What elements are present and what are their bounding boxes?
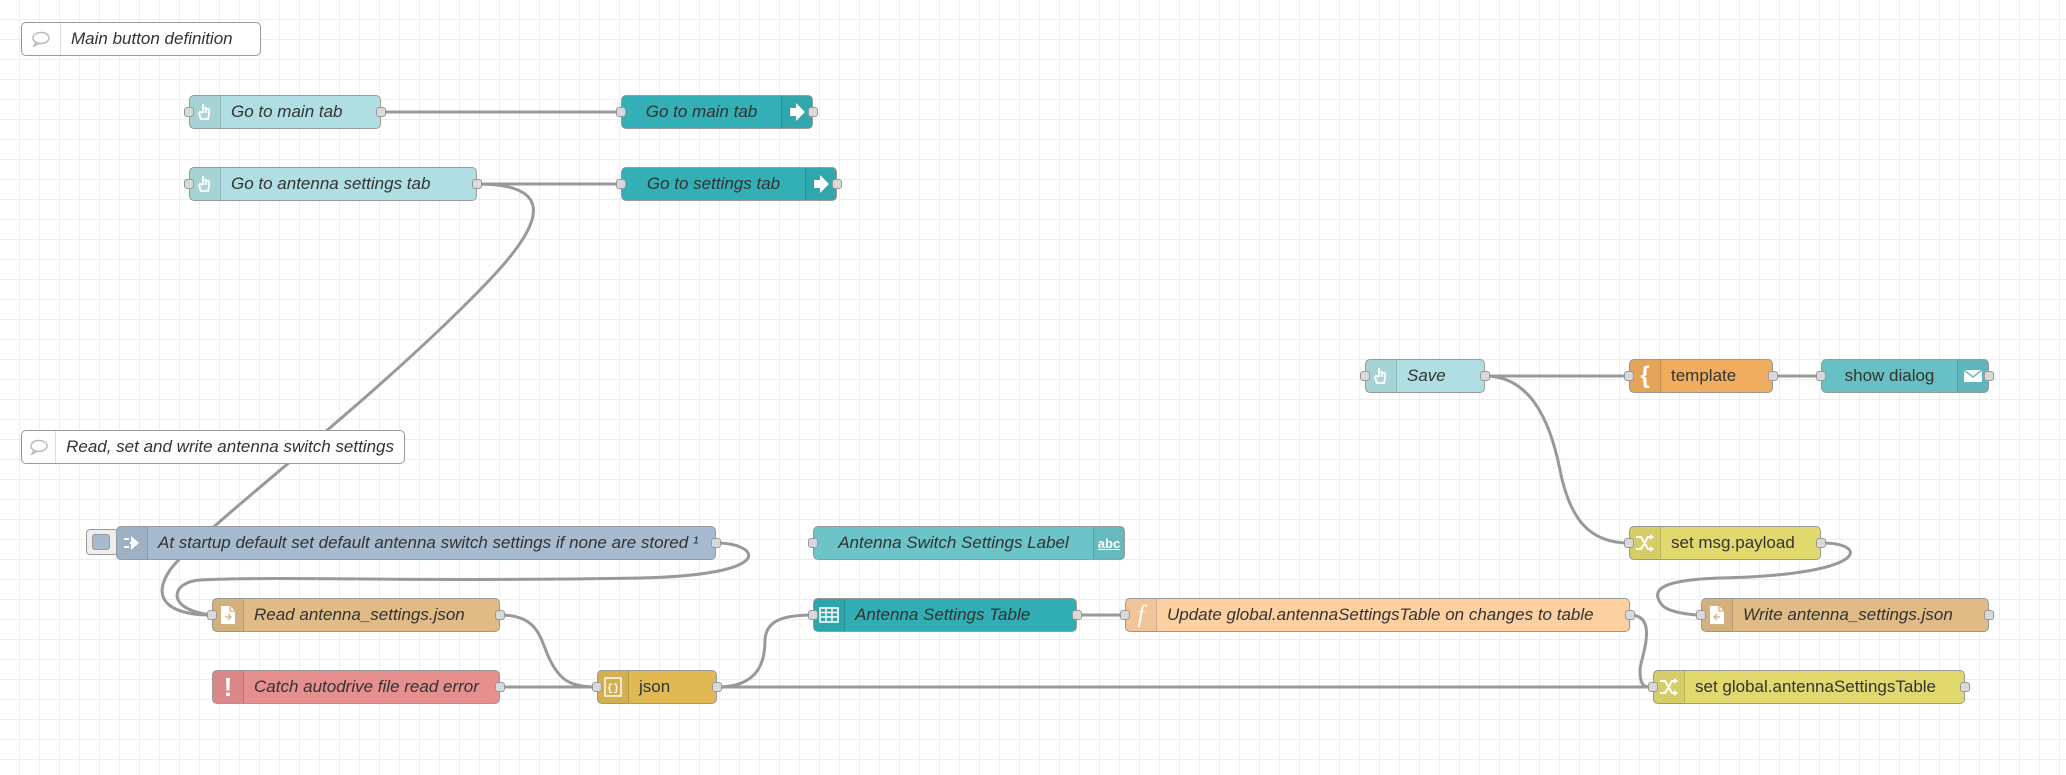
comment-label: Main button definition: [71, 29, 233, 48]
comment-bubble-icon: [22, 431, 57, 463]
arrow-right-icon: [805, 168, 836, 200]
hand-pointer-icon: [1366, 360, 1397, 392]
node-label: template: [1671, 366, 1737, 385]
node-label: Antenna Switch Settings Label: [838, 533, 1069, 552]
json-braces-icon: {}: [598, 671, 629, 703]
output-port[interactable]: [712, 682, 722, 692]
file-icon: [213, 599, 244, 631]
node-table-antenna-settings[interactable]: Antenna Settings Table: [808, 598, 1082, 632]
comment-main-button[interactable]: Main button definition: [21, 22, 261, 56]
inject-trigger-button[interactable]: [86, 529, 118, 555]
output-port[interactable]: [495, 610, 505, 620]
curly-brace-icon: {: [1630, 360, 1661, 392]
arrow-right-icon: [781, 96, 812, 128]
output-port[interactable]: [832, 179, 842, 189]
input-port[interactable]: [616, 107, 626, 117]
output-port[interactable]: [472, 179, 482, 189]
comment-antenna-settings[interactable]: Read, set and write antenna switch setti…: [21, 430, 405, 464]
node-function-update-global-table[interactable]: f Update global.antennaSettingsTable on …: [1120, 598, 1635, 632]
function-icon: f: [1126, 599, 1157, 631]
comment-label: Read, set and write antenna switch setti…: [66, 437, 394, 456]
node-label: Go to main tab: [645, 102, 758, 121]
wire-save-to-set-payload: [1484, 374, 1630, 545]
input-port[interactable]: [1360, 371, 1370, 381]
node-button-go-to-main-tab[interactable]: Go to main tab: [184, 95, 386, 129]
node-notification-show-dialog[interactable]: show dialog: [1816, 359, 1994, 393]
node-change-set-msg-payload[interactable]: set msg.payload: [1624, 526, 1826, 560]
node-inject-startup-defaults[interactable]: At startup default set default antenna s…: [116, 526, 721, 560]
svg-text:{}: {}: [607, 683, 619, 695]
node-catch-file-read-error[interactable]: ! Catch autodrive file read error: [212, 670, 505, 704]
table-grid-icon: [814, 599, 845, 631]
abc-text-icon: abc: [1093, 527, 1124, 559]
input-port[interactable]: [808, 610, 818, 620]
node-label: show dialog: [1844, 366, 1935, 385]
input-port[interactable]: [1696, 610, 1706, 620]
input-port[interactable]: [1624, 538, 1634, 548]
hand-pointer-icon: [190, 96, 221, 128]
exclamation-icon: !: [213, 671, 244, 703]
node-json[interactable]: {} json: [592, 670, 722, 704]
input-port[interactable]: [207, 610, 217, 620]
node-label: Go to antenna settings tab: [231, 174, 431, 193]
input-port[interactable]: [1624, 371, 1634, 381]
output-port[interactable]: [376, 107, 386, 117]
file-icon: [1702, 599, 1733, 631]
node-change-set-global-table[interactable]: set global.antennaSettingsTable: [1648, 670, 1970, 704]
envelope-icon: [1957, 360, 1988, 392]
output-port[interactable]: [808, 107, 818, 117]
node-label: Save: [1407, 366, 1446, 385]
wire-btn-antenna-to-read-file: [160, 182, 535, 617]
input-port[interactable]: [592, 682, 602, 692]
node-label: set msg.payload: [1671, 533, 1795, 552]
output-port[interactable]: [1768, 371, 1778, 381]
shuffle-icon: [1630, 527, 1661, 559]
output-port[interactable]: [1984, 610, 1994, 620]
node-label: Go to main tab: [231, 102, 343, 121]
inject-trigger-square: [92, 534, 110, 550]
input-port[interactable]: [184, 179, 194, 189]
node-label: Go to settings tab: [646, 174, 781, 193]
comment-bubble-icon: [22, 23, 61, 55]
input-port[interactable]: [1648, 682, 1658, 692]
wire-set-payload-to-write-file: [1656, 541, 1852, 617]
wire-update-func-to-set-global: [1629, 613, 1652, 689]
node-file-read-antenna-settings[interactable]: Read antenna_settings.json: [207, 598, 505, 632]
node-ui-control-go-to-settings-tab[interactable]: Go to settings tab: [616, 167, 842, 201]
output-port[interactable]: [1072, 610, 1082, 620]
node-button-save[interactable]: Save: [1360, 359, 1490, 393]
output-port[interactable]: [1816, 538, 1826, 548]
node-template[interactable]: { template: [1624, 359, 1778, 393]
output-port[interactable]: [711, 538, 721, 548]
input-port[interactable]: [808, 538, 818, 548]
output-port[interactable]: [1625, 610, 1635, 620]
node-label: Write antenna_settings.json: [1743, 605, 1953, 624]
shuffle-icon: [1654, 671, 1685, 703]
wire-json-to-table: [716, 613, 814, 689]
input-port[interactable]: [184, 107, 194, 117]
node-label: At startup default set default antenna s…: [158, 533, 699, 552]
output-port[interactable]: [1480, 371, 1490, 381]
node-ui-control-go-to-main-tab[interactable]: Go to main tab: [616, 95, 818, 129]
node-file-write-antenna-settings[interactable]: Write antenna_settings.json: [1696, 598, 1994, 632]
wire-inject-to-read-file: [175, 541, 751, 617]
hand-pointer-icon: [190, 168, 221, 200]
node-label: Catch autodrive file read error: [254, 677, 479, 696]
input-port[interactable]: [1120, 610, 1130, 620]
node-label: set global.antennaSettingsTable: [1695, 677, 1937, 696]
node-button-go-to-antenna-settings-tab[interactable]: Go to antenna settings tab: [184, 167, 482, 201]
inject-arrow-icon: [117, 527, 148, 559]
input-port[interactable]: [616, 179, 626, 189]
output-port[interactable]: [1984, 371, 1994, 381]
input-port[interactable]: [1816, 371, 1826, 381]
node-label: Read antenna_settings.json: [254, 605, 465, 624]
output-port[interactable]: [1960, 682, 1970, 692]
node-label: json: [639, 677, 671, 696]
wire-read-file-to-json: [499, 613, 598, 689]
node-label: Update global.antennaSettingsTable on ch…: [1167, 605, 1594, 624]
node-text-antenna-switch-settings-label[interactable]: Antenna Switch Settings Label abc: [808, 526, 1125, 560]
output-port[interactable]: [495, 682, 505, 692]
node-label: Antenna Settings Table: [855, 605, 1031, 624]
